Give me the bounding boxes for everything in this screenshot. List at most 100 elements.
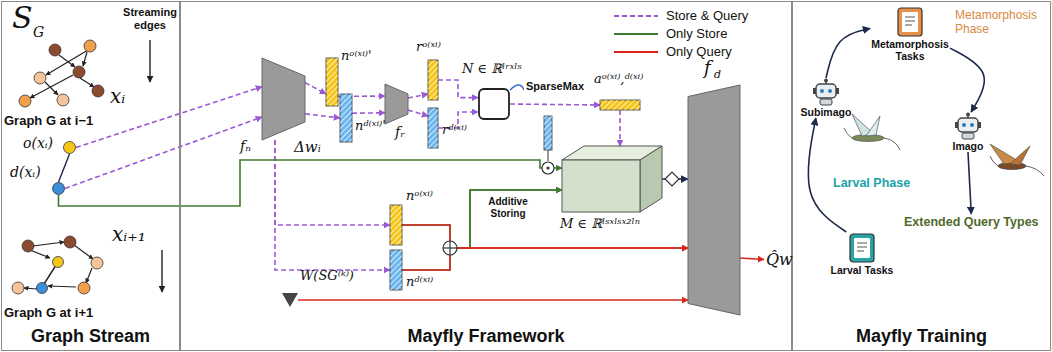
task-book: Larval Tasks	[831, 232, 894, 276]
graph-edge	[45, 82, 58, 95]
graph-edge	[33, 242, 64, 246]
label-holder: nᵒ⁽ˣⁱ⁾'	[341, 48, 372, 63]
robot-icon	[811, 78, 841, 106]
stored-vector	[544, 116, 552, 161]
label-holder: Metamorphosis Phase	[955, 9, 1047, 37]
graph-vertex	[84, 40, 96, 52]
robot-icon	[953, 112, 983, 140]
title-holder: Mayfly Training	[792, 326, 1051, 347]
graph-vertex	[12, 282, 24, 294]
flow-arrow	[740, 258, 764, 260]
vertex-dot: o(xᵢ)	[63, 141, 76, 154]
label-holder: W(SG⁽ᵏ⁾)	[300, 268, 354, 283]
node-label: W(SG⁽ᵏ⁾)	[300, 268, 354, 283]
label-holder: N ∈ ℝˡʳˣˡˢ	[462, 61, 522, 76]
stream-note: Streaming edges	[119, 6, 181, 32]
flow-arrow	[510, 104, 600, 105]
graph-edge	[80, 78, 94, 87]
legend-text: Only Store	[666, 26, 727, 41]
stream-arrow	[149, 40, 150, 82]
label-holder: nᵈ⁽ˣⁱ⁾	[406, 274, 433, 289]
vertex-dot: d(xᵢ)	[52, 182, 65, 195]
stream-arrow	[161, 250, 162, 292]
label-holder: S	[12, 0, 33, 35]
matrix: N ∈ ℝˡʳˣˡˢ	[478, 88, 510, 120]
node-label: Imago	[953, 140, 984, 152]
panel: Metamorphosis TasksSubimagoImagoLarval T…	[792, 1, 1051, 351]
flow-arrow	[298, 299, 688, 301]
mayfly-drawing	[866, 116, 880, 136]
legend-line	[614, 33, 658, 35]
concat-symbol	[443, 241, 457, 255]
operation-note: Additive Storing	[482, 196, 534, 219]
vector: nᵈ⁽ˣⁱ⁾	[390, 250, 402, 290]
vector-shape	[390, 250, 402, 290]
title-holder: Graph Stream	[1, 326, 180, 347]
panel-title: Mayfly Training	[792, 326, 1051, 347]
legend-holder: Only Query	[666, 44, 732, 59]
legend-text: Store & Query	[666, 8, 748, 23]
sparsemax-bracket	[510, 85, 524, 90]
node-label: nᵒ⁽ˣⁱ⁾'	[341, 48, 372, 63]
label-holder: nᵈ⁽ˣⁱ⁾'	[355, 118, 386, 133]
vector-shape	[600, 100, 640, 110]
cycle-arrow	[950, 48, 984, 112]
label-holder: Streaming edges	[119, 6, 181, 32]
edge-symbol: xᵢ₊₁	[112, 222, 146, 246]
vector-shape	[428, 60, 438, 100]
graph-edge	[86, 268, 92, 283]
flow-arrow	[65, 117, 262, 188]
vector-shape	[340, 94, 352, 142]
model-robot: Imago	[953, 112, 984, 152]
task-book: Metamorphosis Tasks	[870, 6, 950, 62]
graph-edge	[48, 286, 76, 287]
legend-text: Only Query	[666, 44, 732, 59]
graph-caption: Graph G at i+1	[4, 305, 93, 320]
label-holder: rᵈ⁽ˣⁱ⁾	[442, 122, 467, 137]
label-holder: M ∈ ℝˡˢˣˡˢˣ²ˡⁿ	[560, 216, 640, 231]
book-icon	[895, 6, 925, 38]
node-label: aᵒ⁽ˣⁱ⁾,ᵈ⁽ˣⁱ⁾	[594, 71, 643, 86]
node-label: Larval Tasks	[831, 264, 894, 276]
flow-arrow	[438, 80, 478, 98]
node-label: Extended Query Types	[904, 215, 1039, 229]
graph-vertex	[73, 66, 85, 78]
label-holder: aᵒ⁽ˣⁱ⁾,ᵈ⁽ˣⁱ⁾	[594, 71, 643, 86]
moth-drawing	[990, 156, 998, 166]
label-holder: fₙ	[240, 138, 251, 154]
vector-shape	[428, 108, 438, 148]
graph-vertex	[64, 236, 76, 248]
decoder-shape	[688, 85, 740, 315]
label-holder: xᵢ	[110, 84, 125, 108]
cycle-arrow	[826, 28, 870, 78]
graph-vertex	[49, 44, 61, 56]
encoder-shape	[262, 58, 305, 140]
label-holder: Additive Storing	[482, 196, 534, 219]
node-label: M ∈ ℝˡˢˣˡˢˣ²ˡⁿ	[560, 216, 640, 231]
projector-shape	[385, 84, 408, 124]
memory-tensor: M ∈ ℝˡˢˣˡˢˣ²ˡⁿ	[562, 146, 662, 212]
node-label: rᵒ⁽ˣⁱ⁾	[416, 39, 441, 54]
book-icon	[847, 232, 877, 264]
label-holder: Graph G at i+1	[4, 305, 93, 320]
flow-arrow	[408, 94, 428, 98]
label-holder: d	[714, 68, 721, 81]
label-holder: nᵒ⁽ˣⁱ⁾	[406, 188, 433, 203]
cycle-arrow	[59, 154, 70, 182]
flow-arrow	[59, 160, 563, 206]
panel: o(xᵢ) d(xᵢ) Graph Stream	[1, 1, 180, 351]
label-holder: f	[704, 57, 711, 78]
memory-tensor-shape	[562, 146, 662, 212]
graph-vertex	[19, 95, 31, 107]
mayfly-drawing	[884, 138, 900, 150]
panel-title: Graph Stream	[1, 326, 180, 347]
cycle-arrow	[968, 152, 971, 214]
graph-edge	[24, 288, 37, 289]
vector: rᵒ⁽ˣⁱ⁾	[428, 60, 438, 100]
graph-edge	[30, 250, 50, 258]
edge-symbol: xᵢ	[110, 84, 125, 108]
output: Q̂w	[764, 249, 795, 270]
product-symbol	[546, 166, 549, 169]
node-label: Subimago	[801, 106, 852, 118]
moth-drawing	[1026, 166, 1044, 176]
